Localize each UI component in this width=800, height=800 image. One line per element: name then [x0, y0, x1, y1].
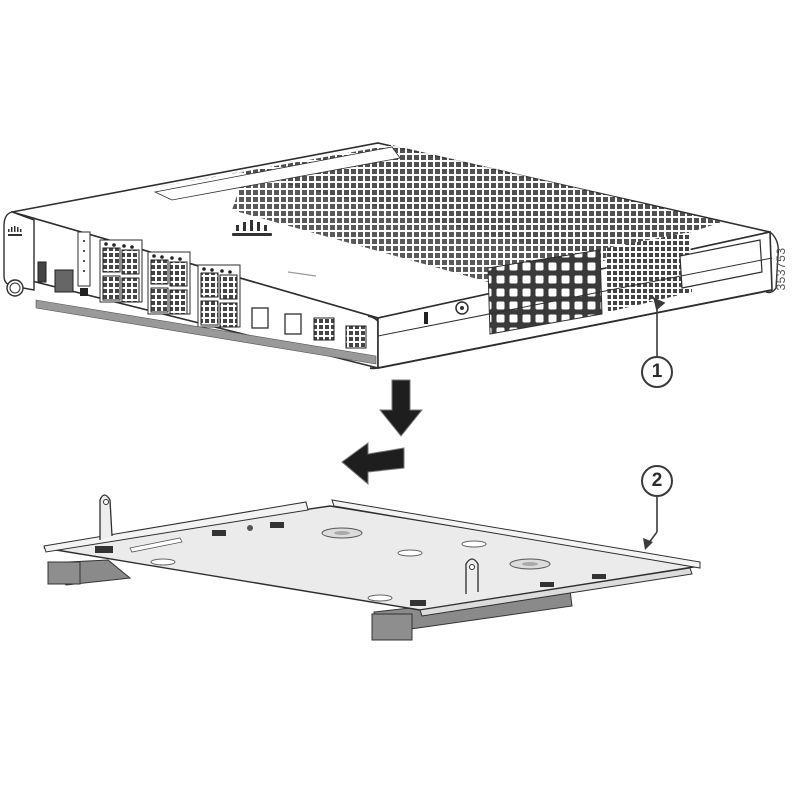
callout-2: 2 [641, 465, 673, 497]
side-ventilation-fine [606, 232, 692, 312]
callout-1-number: 1 [651, 361, 663, 382]
callout-1: 1 [641, 356, 673, 388]
rj45-port-group-2 [147, 251, 191, 315]
tray-foot-left [47, 561, 81, 585]
rj45-port-group-1 [99, 239, 143, 303]
top-cisco-logo [232, 220, 272, 236]
port-led-indicators [104, 242, 232, 274]
side-ventilation-large [487, 249, 603, 335]
top-ridge-strip [153, 146, 401, 201]
console-port-2 [284, 313, 302, 335]
power-button [6, 279, 24, 297]
mgmt-port [54, 269, 74, 293]
network-switch [3, 142, 780, 370]
front-bottom-strip [35, 299, 377, 365]
tray-plate [43, 505, 701, 611]
tray-front-lip [419, 567, 693, 617]
slide-left-arrow-icon [341, 442, 405, 486]
mounting-tray [43, 494, 701, 641]
callout-2-number: 2 [651, 470, 663, 491]
console-port-1 [251, 307, 269, 329]
tray-right-lip [331, 499, 701, 569]
callout-1-arrowhead [653, 297, 666, 311]
callout-2-leader [647, 497, 658, 545]
mode-button [80, 288, 88, 296]
side-label-recess [679, 239, 763, 289]
tray-tab-right [465, 558, 479, 594]
tray-foot-right [371, 613, 413, 641]
led-panel [77, 231, 91, 287]
callout-2-arrowhead [643, 538, 653, 550]
figure-id: 353753 [774, 247, 788, 291]
security-slot [424, 312, 428, 324]
uplink-port-1 [313, 317, 335, 341]
usb-port [37, 261, 47, 283]
tray-tab-left [99, 494, 113, 540]
tray-back-lip [43, 501, 309, 553]
cisco-logo [8, 226, 22, 236]
rj45-port-group-3 [197, 264, 241, 328]
lower-arrow-icon [378, 379, 424, 437]
uplink-port-2 [345, 325, 367, 349]
front-left-bezel [3, 211, 35, 291]
